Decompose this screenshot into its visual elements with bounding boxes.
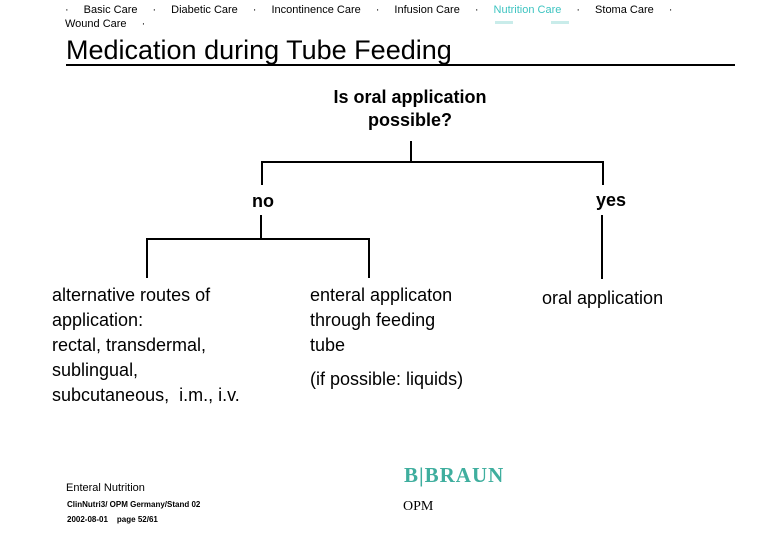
outcome-oral-application: oral application [542, 286, 663, 311]
nav-item-incontinence-care[interactable]: Incontinence Care [271, 4, 361, 16]
nav-separator: · [375, 4, 380, 16]
nav-item-stoma-care[interactable]: Stoma Care [595, 4, 654, 16]
nav-separator: · [668, 4, 673, 16]
nav-separator: · [252, 4, 257, 16]
nav-item-infusion-care[interactable]: Infusion Care [394, 4, 460, 16]
footer-section-title: Enteral Nutrition [66, 482, 145, 494]
outcome-alternative-routes: alternative routes of application: recta… [52, 283, 240, 408]
nav-item-diabetic-care[interactable]: Diabetic Care [171, 4, 238, 16]
branch-label-yes: yes [596, 190, 627, 210]
top-nav-row-1: · Basic Care · Diabetic Care · Incontine… [65, 4, 687, 24]
nav-separator: · [576, 4, 581, 16]
connector-yes-drop [602, 163, 604, 185]
nav-item-nutrition-care-label: Nutrition Care [493, 4, 562, 16]
outcome-note: (if possible: liquids) [310, 369, 464, 389]
nav-separator: · [152, 4, 157, 16]
bbraun-logo: B|BRAUN [404, 463, 505, 487]
outcome-line: sublingual, [52, 360, 139, 380]
connector-yes-stem [601, 215, 603, 279]
footer-page-number: page 52/61 [116, 515, 158, 524]
connector-alt-routes-drop [146, 240, 148, 278]
outcome-line: rectal, transdermal, [52, 335, 207, 355]
outcome-line: oral application [542, 288, 664, 308]
nav-separator: · [141, 18, 146, 30]
footer-doc-reference: ClinNutri3/ OPM Germany/Stand 02 [67, 500, 201, 509]
connector-question-stem [410, 141, 412, 161]
nav-item-nutrition-care[interactable]: Nutrition Care [493, 4, 569, 24]
footer-date: 2002-08-01 [67, 515, 108, 524]
opm-label: OPM [403, 499, 434, 514]
outcome-line: alternative routes of [52, 285, 211, 305]
nav-item-wound-care[interactable]: Wound Care [65, 18, 127, 30]
nav-separator: · [65, 4, 69, 16]
outcome-line: subcutaneous, i.m., i.v. [52, 385, 240, 405]
nutrition-underline-dash [550, 21, 569, 24]
nutrition-underline-dash [494, 21, 513, 24]
question-line-1: Is oral application [333, 87, 487, 107]
footer-date-line: 2002-08-01 page 52/61 [67, 515, 158, 524]
outcome-line: through feeding [310, 310, 436, 330]
connector-no-branch-bar [146, 238, 370, 240]
connector-enteral-drop [368, 240, 370, 278]
connector-branch-bar [261, 161, 604, 163]
outcome-line: application: [52, 310, 144, 330]
nav-item-basic-care[interactable]: Basic Care [83, 4, 138, 16]
nav-separator: · [474, 4, 479, 16]
page-title: Medication during Tube Feeding [66, 35, 452, 65]
branch-label-no: no [252, 191, 274, 211]
outcome-line: enteral applicaton [310, 285, 453, 305]
flowchart-question: Is oral application possible? [280, 86, 540, 132]
top-nav-row-2: Wound Care · [65, 18, 160, 31]
connector-no-drop [261, 163, 263, 185]
question-line-2: possible? [367, 110, 452, 130]
title-underline [66, 64, 735, 66]
connector-no-stem [260, 215, 262, 238]
outcome-enteral-application: enteral applicaton through feeding tube … [310, 283, 463, 392]
outcome-line: tube [310, 335, 346, 355]
